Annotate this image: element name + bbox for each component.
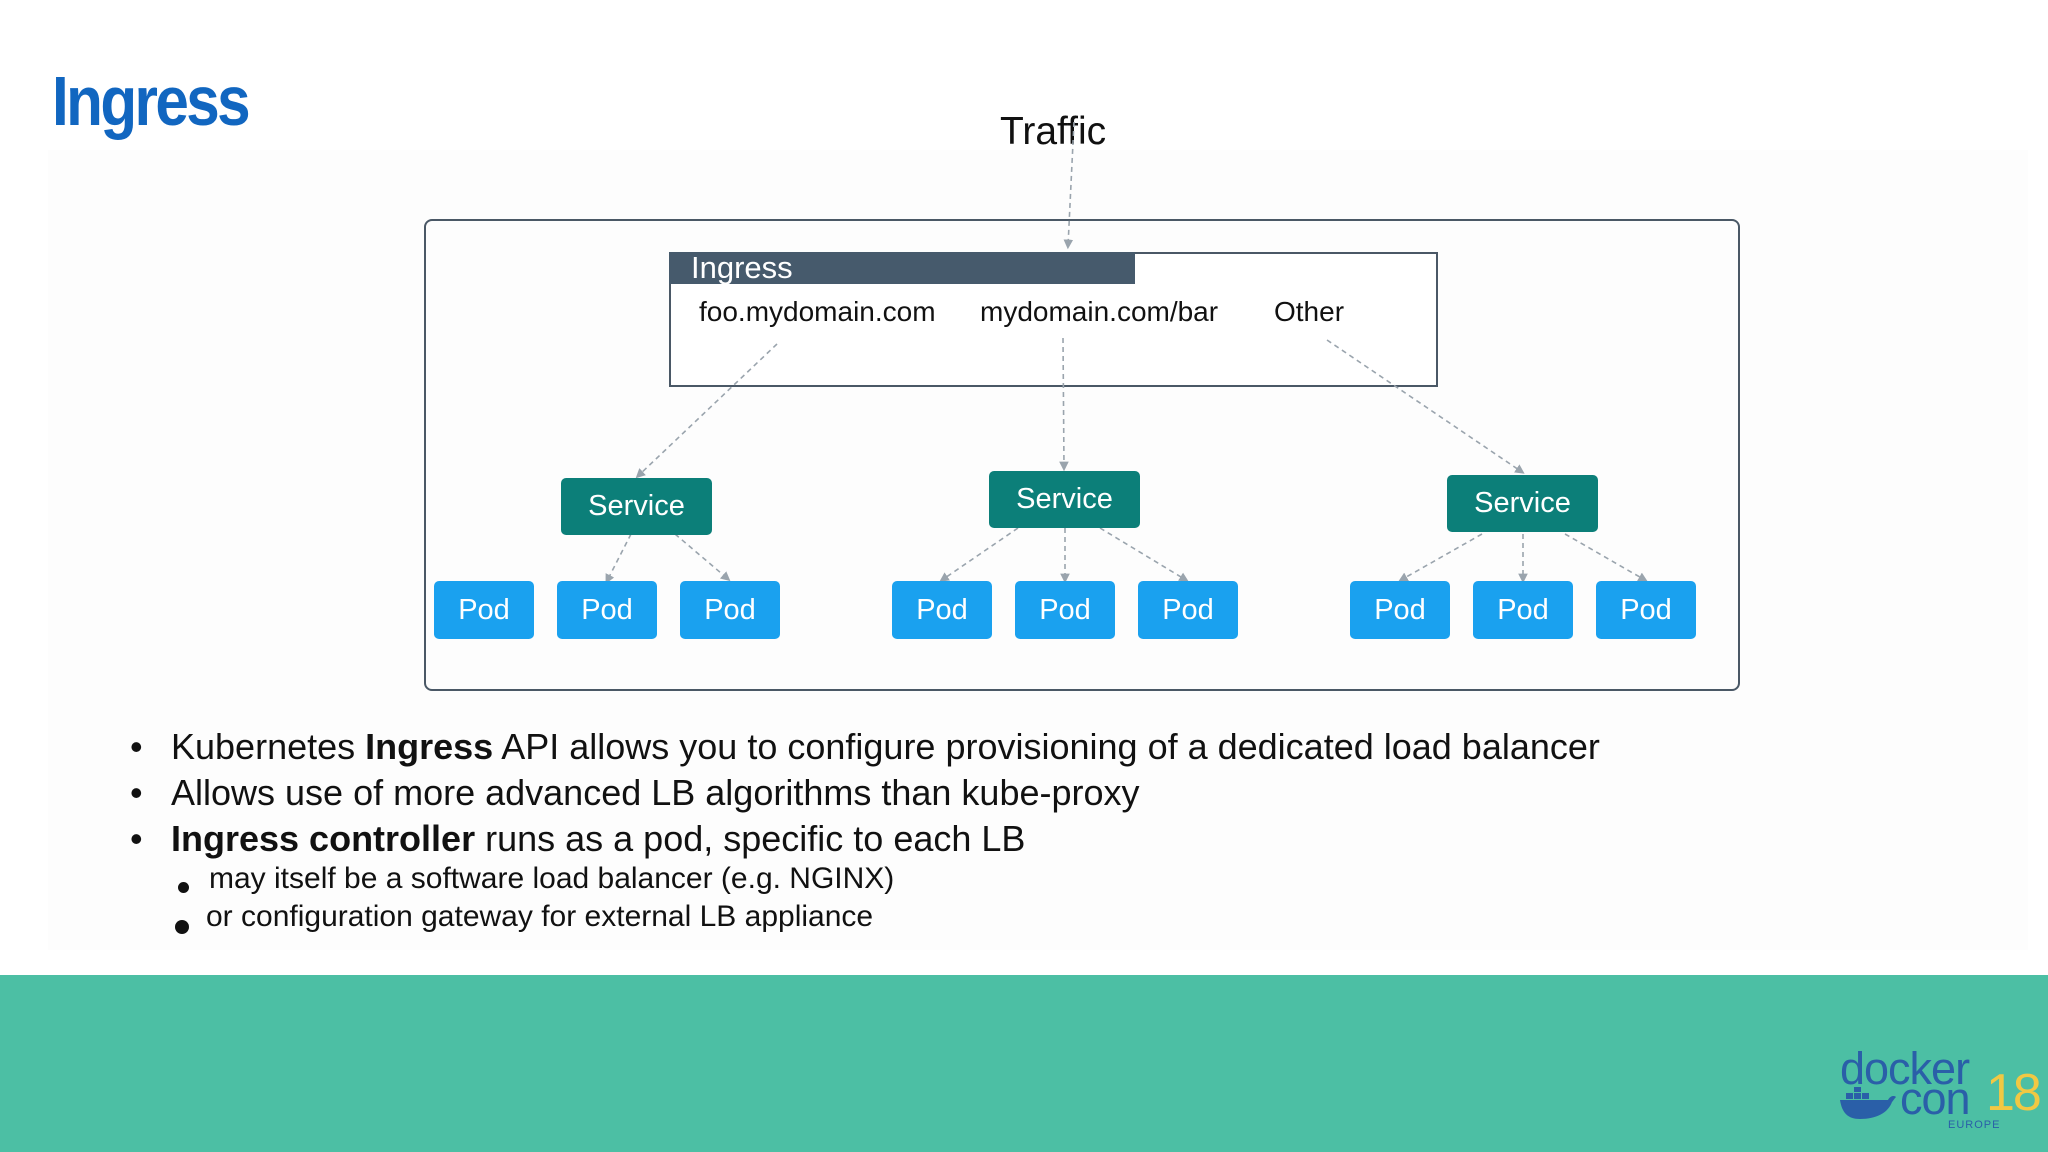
dockercon-logo: docker con 18 EUROPE [1838,1043,2042,1133]
ingress-header: Ingress [669,252,1135,284]
link-svc2-pod3 [1099,527,1189,582]
logo-docker-text: docker [1840,1043,1970,1094]
link-foo-service [635,343,778,479]
footer-band [0,975,2048,1152]
bullet-bold-text: Ingress controller [171,818,476,859]
bullet-dot-icon: • [130,772,143,813]
pod: Pod [1350,581,1450,639]
bullet-dot-icon: • [130,818,143,859]
link-svc3-pod3 [1564,533,1648,582]
pod: Pod [680,581,780,639]
pod: Pod [1015,581,1115,639]
slide-title: Ingress [52,62,251,140]
link-svc3-pod1 [1398,533,1483,582]
sub-bullet-dot-icon [178,882,189,893]
traffic-label: Traffic [1000,110,1107,153]
bullet-text: runs as a pod, specific to each LB [475,818,1026,859]
link-other-service [1326,339,1525,474]
bullet-text: Allows use of more advanced LB algorithm… [171,772,1140,813]
logo-region-text: EUROPE [1948,1119,2001,1131]
cluster-box [424,219,1740,691]
pod: Pod [557,581,657,639]
link-svc1-pod2 [605,533,632,584]
bullet-bold-text: Ingress [365,726,494,767]
service-1: Service [561,478,712,535]
route-other: Other [1274,296,1345,327]
route-bar: mydomain.com/bar [980,296,1219,327]
pod: Pod [1473,581,1573,639]
logo-con-text: con [1900,1073,1971,1124]
service-2: Service [989,471,1140,528]
pod: Pod [1138,581,1238,639]
pod: Pod [892,581,992,639]
pod: Pod [434,581,534,639]
sub-bullet-text: or configuration gateway for external LB… [206,900,874,933]
bullet-text: API allows you to configure provisioning… [493,726,1600,767]
logo-year-text: 18 [1986,1064,2042,1122]
sub-bullet-dot-icon [175,920,189,934]
service-3: Service [1447,475,1598,532]
traffic-arrow [1063,121,1075,250]
pod: Pod [1596,581,1696,639]
route-foo: foo.mydomain.com [699,296,936,327]
link-bar-service [1059,337,1069,472]
link-svc2-pod1 [939,527,1019,582]
bullet-text: Kubernetes [171,726,366,767]
bullet-dot-icon: • [130,726,143,767]
docker-whale-icon [1840,1087,1896,1119]
link-svc1-pod3 [674,533,731,582]
sub-bullet-text: may itself be a software load balancer (… [209,862,895,895]
